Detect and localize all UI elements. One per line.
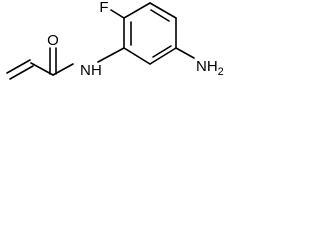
- amine-nh-text: NH: [196, 58, 218, 75]
- amine-subscript: 2: [218, 66, 224, 78]
- vinyl-double-bond-a: [6, 59, 31, 74]
- nitrogen-to-ring-bond: [97, 47, 125, 63]
- ring-bond-2: [149, 47, 177, 65]
- benzene-ring: [123, 2, 177, 65]
- oxygen-label: O: [47, 32, 59, 49]
- ring-bond-4: [149, 2, 177, 19]
- nitrogen-label: N: [80, 62, 91, 79]
- amine-bond: [175, 47, 195, 59]
- amine-label: NH2: [196, 58, 224, 78]
- chemical-structure: O F N H NH2: [6, 0, 224, 80]
- fluorine-label: F: [99, 0, 108, 16]
- fluorine-bond: [110, 9, 125, 19]
- vinyl-double-bond-b: [9, 65, 34, 80]
- ring-inner-double-3: [150, 9, 170, 22]
- acryloyl-group: [6, 47, 74, 80]
- ring-bond-5: [123, 2, 151, 19]
- amide-hydrogen-label: H: [91, 62, 102, 79]
- ring-bond-1: [123, 47, 151, 65]
- ring-inner-double-2: [152, 45, 172, 58]
